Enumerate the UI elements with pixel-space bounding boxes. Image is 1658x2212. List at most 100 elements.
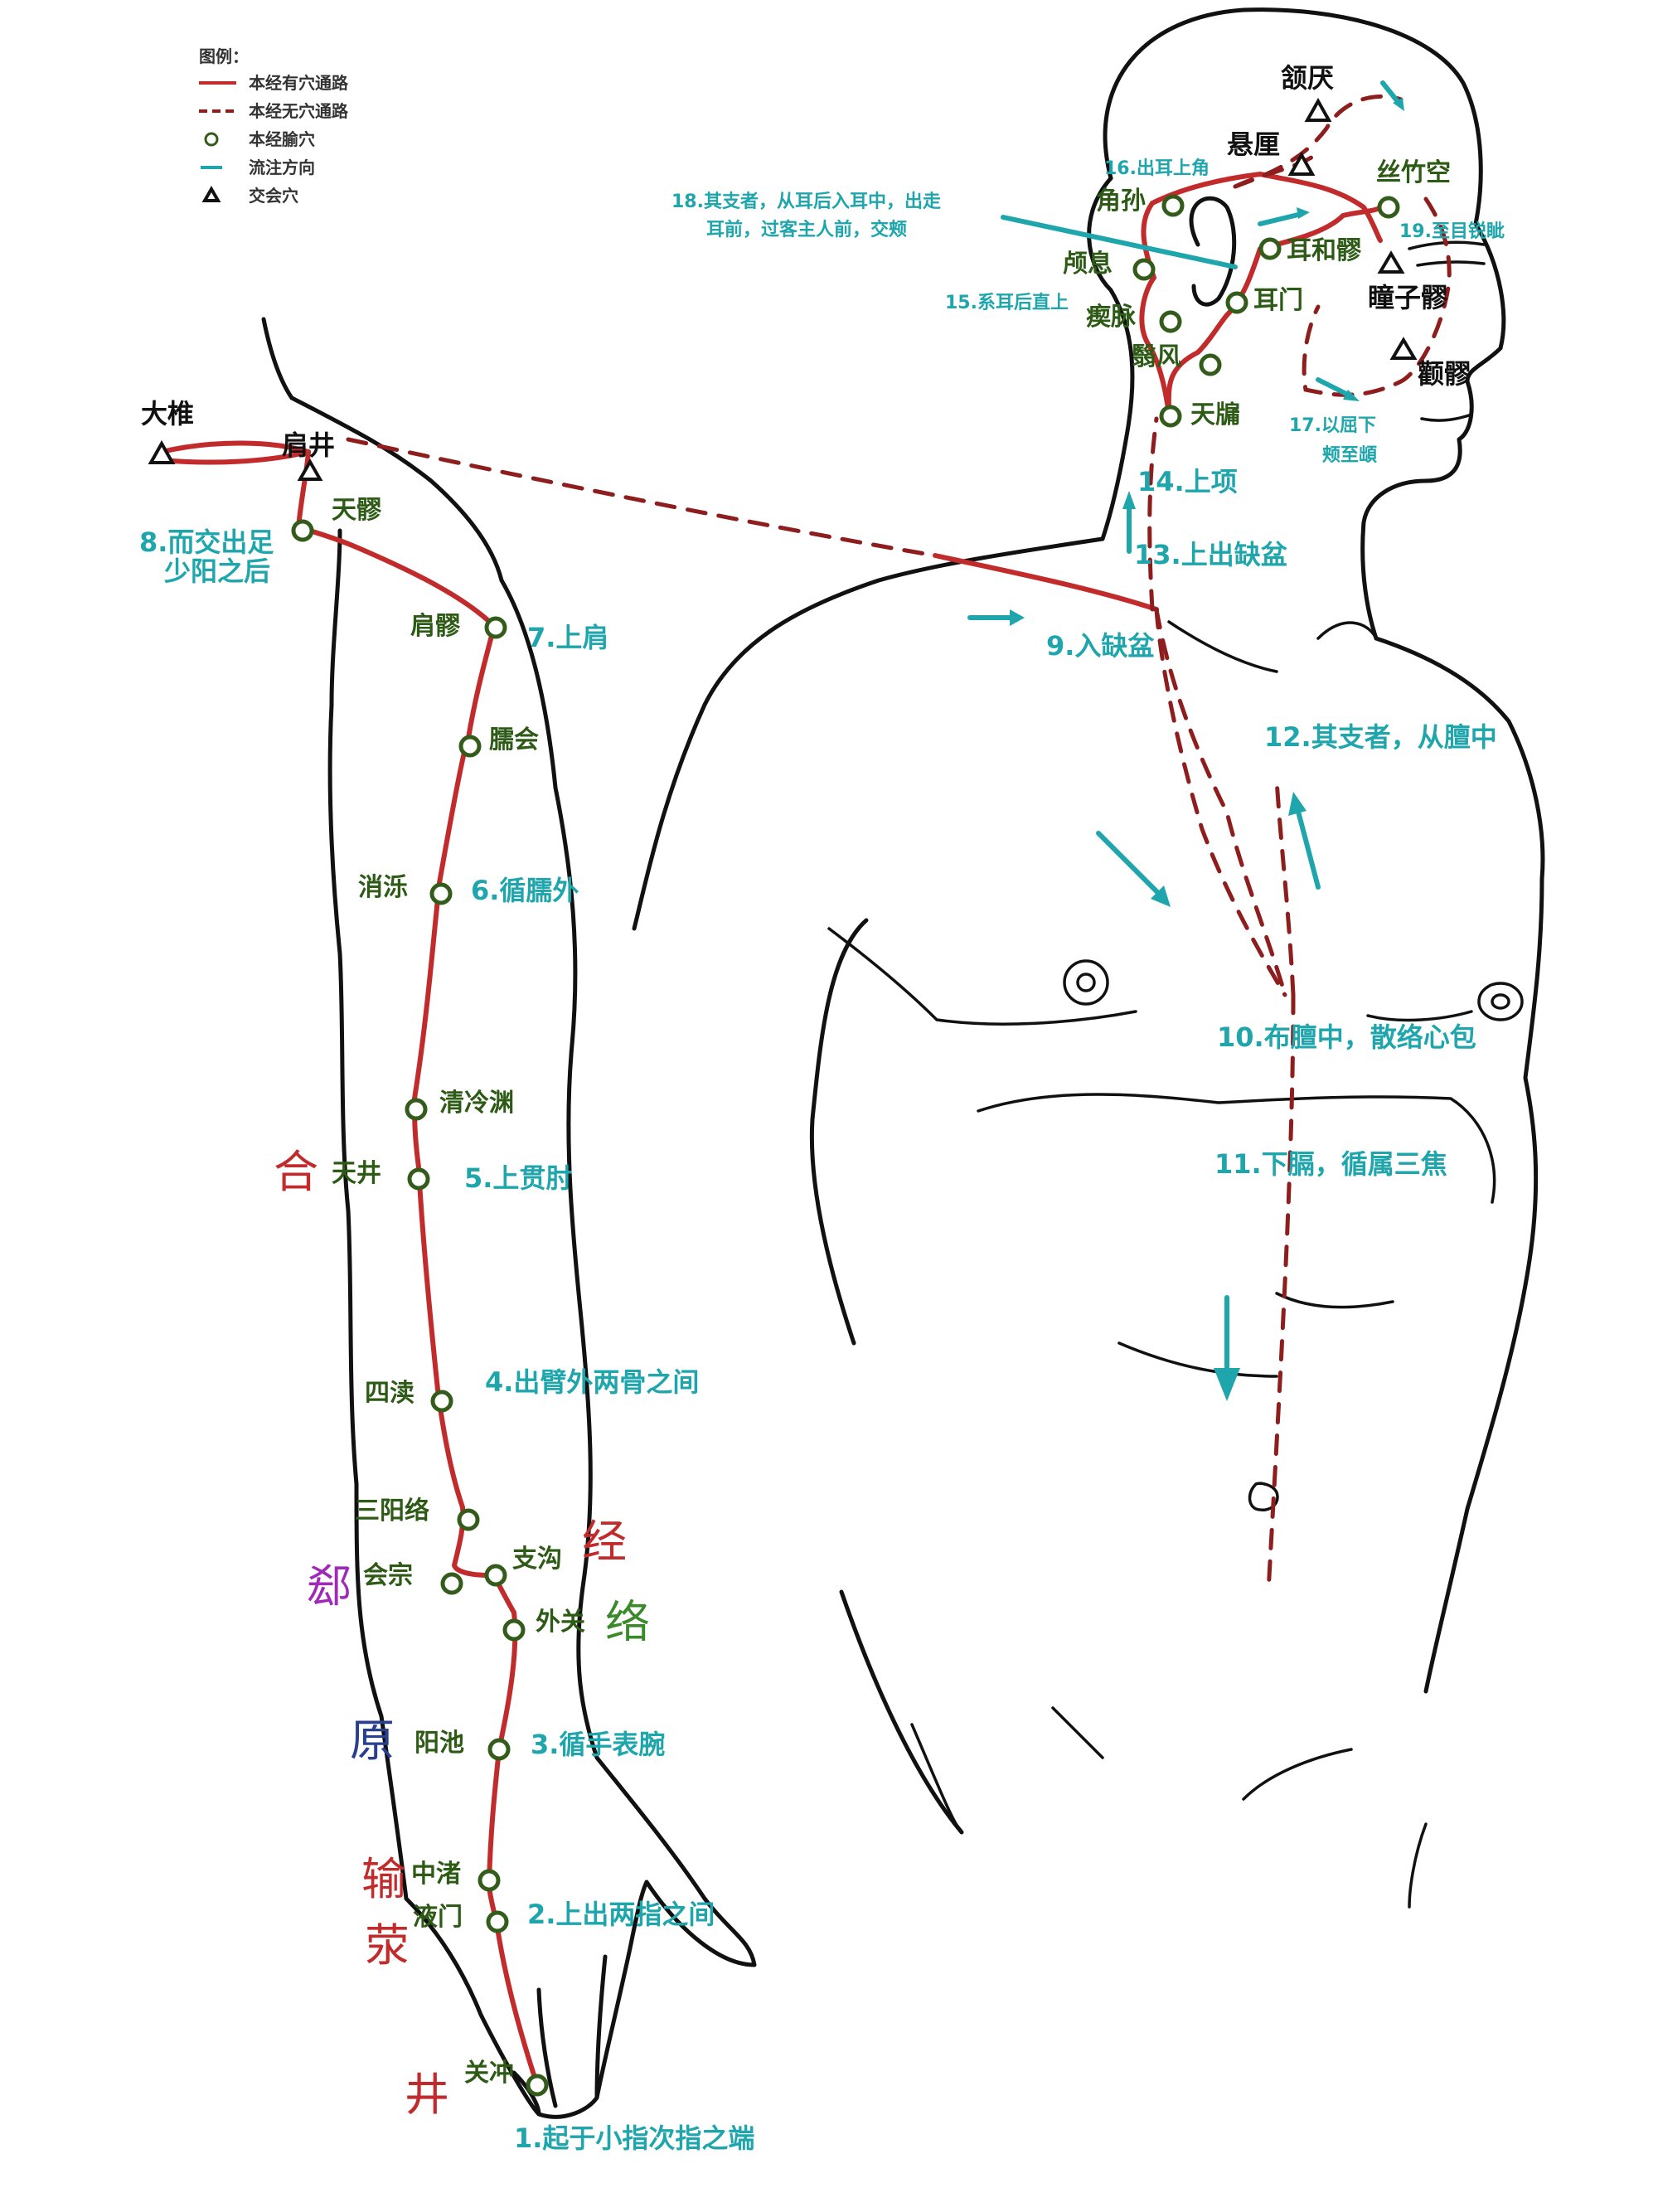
arm-outline (261, 317, 757, 2119)
waiguan-label: 外关 (536, 1608, 585, 1637)
arrow-icon (1122, 491, 1136, 554)
guanchong-label: 关冲 (464, 2059, 514, 2088)
step-18b: 耳前，过客主人前，交颊 (706, 219, 907, 240)
step-18a: 18.其支者，从耳后入耳中，出走 (671, 192, 941, 212)
sanyangluo-label: 三阳络 (355, 1496, 429, 1526)
jianjing-label: 肩井 (282, 429, 335, 461)
tongziliao-label: 瞳子髎 (1368, 282, 1447, 313)
step-14: 14.上项 (1137, 466, 1238, 497)
chimai-label: 瘈脉 (1086, 303, 1137, 332)
jianliao-label: 肩髎 (410, 612, 461, 641)
flow-arrows (967, 80, 1404, 1401)
jiaosun-label: 角孙 (1096, 187, 1146, 216)
step-13: 13.上出缺盆 (1134, 539, 1287, 570)
erheliao-point (1258, 237, 1282, 260)
sizhukong-point (1377, 196, 1400, 219)
xi-cleft-label: 郄 (307, 1560, 351, 1613)
yangchi-point (487, 1738, 511, 1761)
legend-circle-symbol (204, 132, 219, 147)
acupoints (291, 194, 1400, 2097)
jing-well-label: 井 (405, 2069, 449, 2121)
jing-river-label: 经 (582, 1516, 627, 1568)
luxi-label: 颅息 (1063, 250, 1113, 279)
eye (1416, 260, 1486, 267)
legend-item-solid: 本经有穴通路 (249, 73, 349, 93)
yifeng-label: 翳风 (1132, 342, 1181, 371)
he-sea-label: 合 (274, 1146, 318, 1198)
point-labels: 关冲 液门 中渚 阳池 外关 支沟 会宗 三阳络 四渎 天井 清冷渊 消泺 臑会… (332, 158, 1451, 2088)
yangchi-label: 阳池 (414, 1729, 464, 1758)
category-labels: 井 荥 输 原 经 络 郄 合 (274, 1146, 650, 2121)
arrow-icon (1258, 207, 1310, 226)
crossing-points (148, 97, 1418, 481)
yemen-label: 液门 (413, 1903, 463, 1932)
tianjing-point (407, 1167, 430, 1191)
sizhukong-label: 丝竹空 (1376, 158, 1451, 187)
arrow-icon (1214, 1295, 1240, 1401)
luxi-point (1132, 258, 1156, 281)
arrow-icon (1288, 792, 1321, 890)
yemen-point (486, 1910, 509, 1933)
step-5: 5.上贯肘 (464, 1162, 572, 1194)
step-16: 16.出耳上角 (1104, 158, 1210, 179)
xiaoluo-label: 消泺 (358, 873, 408, 902)
zhigou-label: 支沟 (512, 1545, 562, 1574)
jianjing-triangle (297, 458, 323, 481)
zhigou-point (484, 1564, 507, 1587)
ying-spring-label: 荥 (365, 1919, 410, 1972)
pathway-steps: 1.起于小指次指之端 2.上出两指之间 3.循手表腕 4.出臂外两骨之间 5.上… (139, 158, 1505, 2154)
crossing-labels: 大椎 肩井 颔厌 悬厘 瞳子髎 颧髎 (141, 62, 1471, 461)
naohui-point (458, 735, 482, 758)
right-nipple (1477, 982, 1524, 1021)
arrow-icon (1380, 80, 1404, 111)
chimai-point (1159, 310, 1182, 333)
step-12: 12.其支者，从膻中 (1264, 721, 1497, 753)
step-17b: 颊至䪼 (1322, 444, 1377, 466)
step-7: 7.上肩 (527, 622, 608, 653)
quanliao-triangle (1389, 337, 1418, 360)
body-outline (632, 7, 1545, 1909)
step-1: 1.起于小指次指之端 (514, 2122, 754, 2154)
luo-connect-label: 络 (605, 1596, 650, 1648)
tianliao-point (291, 519, 314, 542)
qinglengyuan-point (405, 1098, 428, 1121)
sidu-point (430, 1390, 453, 1413)
arrow-icon (1316, 377, 1360, 401)
zhongzhu-label: 中渚 (411, 1860, 461, 1889)
dazhui-label: 大椎 (141, 398, 194, 429)
legend-item-triangle: 交会穴 (249, 186, 298, 206)
guanchong-point (526, 2074, 549, 2097)
hanyan-triangle (1304, 97, 1332, 122)
arrow-icon (967, 609, 1025, 626)
step-2: 2.上出两指之间 (527, 1899, 715, 1930)
jianliao-point (484, 616, 507, 639)
arrow-icon (1096, 831, 1171, 907)
step-17a: 17.以屈下 (1289, 415, 1376, 436)
quanliao-label: 颧髎 (1418, 358, 1471, 390)
qinglengyuan-label: 清冷渊 (439, 1089, 514, 1118)
erheliao-label: 耳和髎 (1287, 236, 1362, 265)
meridian-dashed-path (346, 94, 1452, 1594)
step-10: 10.布膻中，散络心包 (1217, 1021, 1476, 1053)
step-19: 19.至目锐眦 (1399, 221, 1505, 242)
ermen-label: 耳门 (1253, 286, 1303, 315)
xiaoluo-point (429, 882, 453, 905)
step-4: 4.出臂外两骨之间 (485, 1366, 699, 1398)
left-nipple (1063, 959, 1109, 1006)
ermen-point (1225, 291, 1248, 314)
hanyan-label: 颔厌 (1281, 62, 1334, 94)
step-3: 3.循手表腕 (531, 1729, 665, 1760)
waiguan-point (502, 1618, 526, 1642)
xuanli-triangle (1287, 151, 1316, 176)
mouth (1420, 413, 1473, 422)
shu-stream-label: 输 (361, 1853, 406, 1905)
yuan-source-label: 原 (350, 1715, 395, 1767)
legend-item-dashed: 本经无穴通路 (249, 101, 349, 121)
sanyangluo-point (457, 1508, 480, 1531)
xuanli-label: 悬厘 (1227, 129, 1280, 160)
ear (1189, 196, 1237, 307)
sidu-label: 四渎 (365, 1379, 414, 1408)
step-15: 15.系耳后直上 (945, 292, 1069, 313)
zhongzhu-point (478, 1869, 501, 1892)
